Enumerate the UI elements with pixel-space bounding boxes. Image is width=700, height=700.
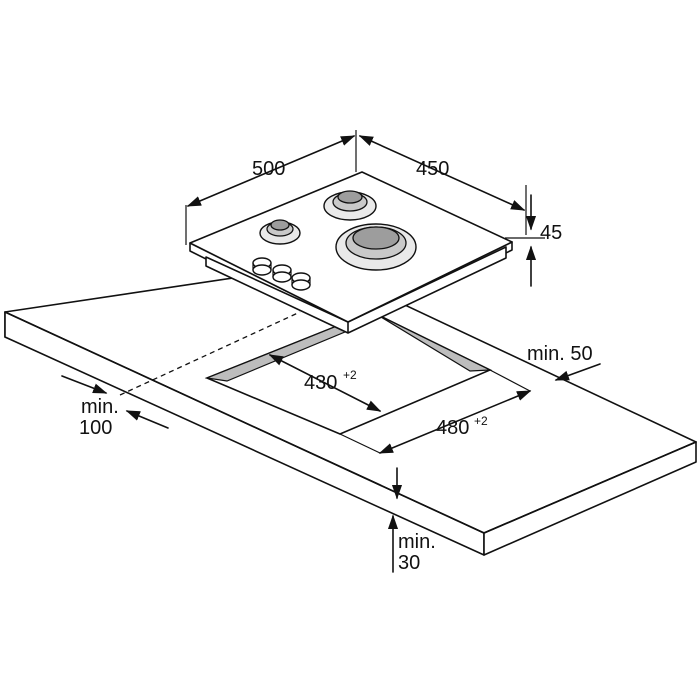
label-cutout-width-tolerance: +2 <box>474 414 488 428</box>
dimension-min-front <box>61 375 169 429</box>
label-min-bottom-line2: 30 <box>398 552 420 574</box>
control-knobs <box>252 257 311 291</box>
dimension-cutout-width <box>339 369 532 454</box>
label-cutout-width: 480 <box>436 417 469 439</box>
dimension-width <box>185 130 357 245</box>
dimension-cutout-depth <box>268 354 382 412</box>
dimension-min-back <box>554 363 601 381</box>
burner-large <box>335 223 417 271</box>
label-cutout-depth-tolerance: +2 <box>343 368 357 382</box>
label-width: 500 <box>252 158 285 180</box>
label-min-front-line2: 100 <box>79 417 112 439</box>
burner-small <box>259 219 301 245</box>
dimension-height <box>505 194 545 287</box>
label-cutout-depth: 430 <box>304 372 337 394</box>
dimension-min-bottom <box>387 467 403 573</box>
label-height: 45 <box>540 222 562 244</box>
label-depth: 450 <box>416 158 449 180</box>
label-min-back: min. 50 <box>527 343 593 365</box>
label-min-front-line1: min. <box>81 396 119 418</box>
label-min-bottom-line1: min. <box>398 531 436 553</box>
burner-medium <box>323 190 377 221</box>
projection-line <box>119 311 301 396</box>
